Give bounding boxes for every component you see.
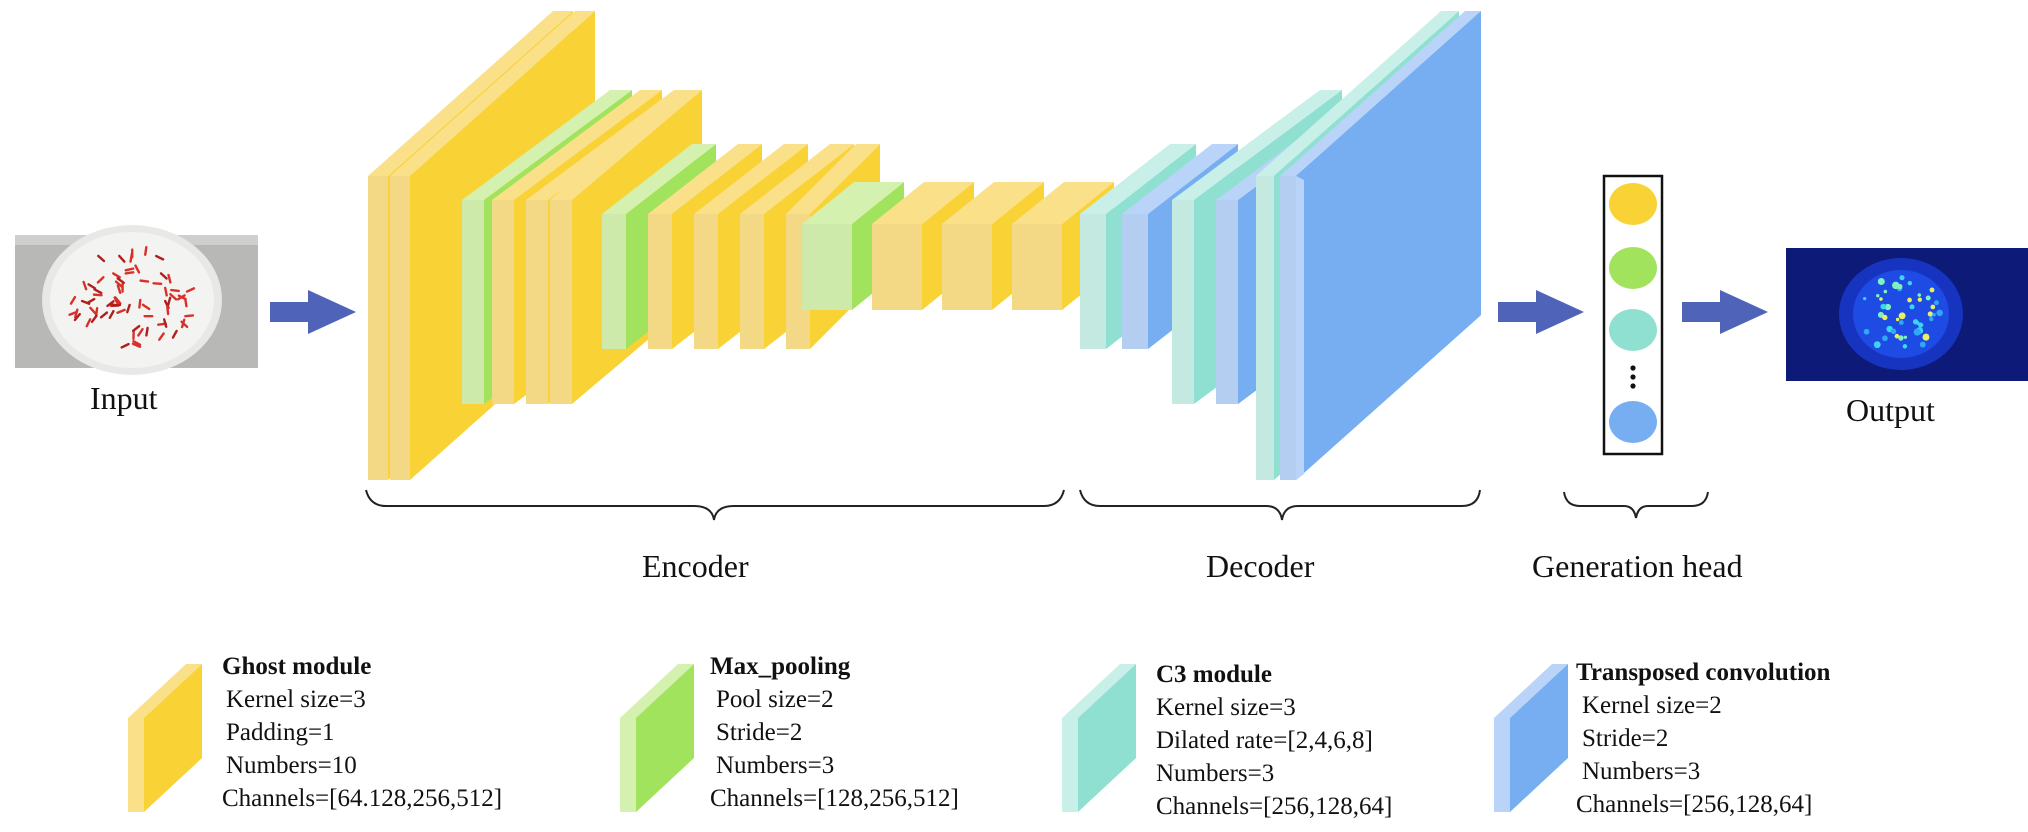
head-channel-pool: [1609, 247, 1657, 289]
legend-title: Ghost module: [222, 653, 372, 680]
legend-swatch-transposed: [1494, 664, 1568, 812]
legend-line: Kernel size=3: [226, 686, 366, 713]
legend-max-pooling: Max_pooling Pool size=2 Stride=2 Numbers…: [710, 650, 959, 815]
legend-c3-module: C3 module Kernel size=3 Dilated rate=[2,…: [1156, 658, 1392, 823]
legend-title: Max_pooling: [710, 653, 851, 680]
generation-head-box: [1602, 174, 1664, 456]
final-upsample-edge: [1296, 176, 1304, 480]
legend-line: Channels=[256,128,64]: [1576, 791, 1813, 818]
legend-line: Numbers=3: [1582, 758, 1701, 785]
larvae-specks: [68, 246, 196, 349]
legend-line: Channels=[64.128,256,512]: [222, 785, 503, 812]
legend-line: Numbers=3: [1156, 760, 1275, 787]
legend-line: Kernel size=2: [1582, 692, 1722, 719]
ellipsis-dot: [1630, 365, 1636, 371]
encoder-brace: [365, 489, 1065, 521]
ellipsis-dot: [1630, 383, 1636, 389]
output-label: Output: [1846, 392, 1935, 428]
legend-line: Stride=2: [1582, 725, 1669, 752]
generation-head-label: Generation head: [1532, 548, 1743, 584]
input-label: Input: [90, 380, 158, 416]
arrow-decoder-to-head: [1498, 290, 1584, 334]
legend-line: Channels=[256,128,64]: [1156, 793, 1393, 820]
output-image: [1786, 248, 2028, 381]
arrow-head-to-output: [1682, 290, 1768, 334]
legend-line: Numbers=3: [716, 752, 835, 779]
arrow-input-to-encoder: [270, 290, 356, 334]
legend-title: C3 module: [1156, 661, 1272, 688]
final-upsample-plane: [1296, 14, 1480, 480]
legend-transposed-convolution: Transposed convolution Kernel size=2 Str…: [1576, 656, 1830, 821]
legend-line: Numbers=10: [226, 752, 357, 779]
legend-title: Transposed convolution: [1576, 659, 1831, 686]
legend-swatches: [128, 664, 1568, 812]
input-image: [15, 225, 258, 375]
legend-swatch-ghost: [128, 664, 202, 812]
legend-line: Stride=2: [716, 719, 803, 746]
network-blocks: [368, 11, 1481, 480]
legend-line: Dilated rate=[2,4,6,8]: [1156, 727, 1373, 754]
legend-line: Kernel size=3: [1156, 694, 1296, 721]
head-channel-transposed: [1609, 401, 1657, 443]
decoder-label: Decoder: [1206, 548, 1315, 584]
legend-ghost-module: Ghost module Kernel size=3 Padding=1 Num…: [222, 650, 502, 815]
generation-head-brace: [1563, 491, 1709, 519]
encoder-label: Encoder: [642, 548, 749, 584]
density-hotspots: [1863, 275, 1943, 349]
legend-line: Channels=[128,256,512]: [710, 785, 959, 812]
legend-line: Padding=1: [226, 719, 335, 746]
ellipsis-dot: [1630, 374, 1636, 380]
head-channel-ghost: [1609, 183, 1657, 225]
head-channel-c3: [1609, 309, 1657, 351]
legend-swatch-c3: [1062, 664, 1136, 812]
decoder-brace: [1079, 489, 1481, 521]
legend-line: Pool size=2: [716, 686, 834, 713]
legend-swatch-pool: [620, 664, 694, 812]
